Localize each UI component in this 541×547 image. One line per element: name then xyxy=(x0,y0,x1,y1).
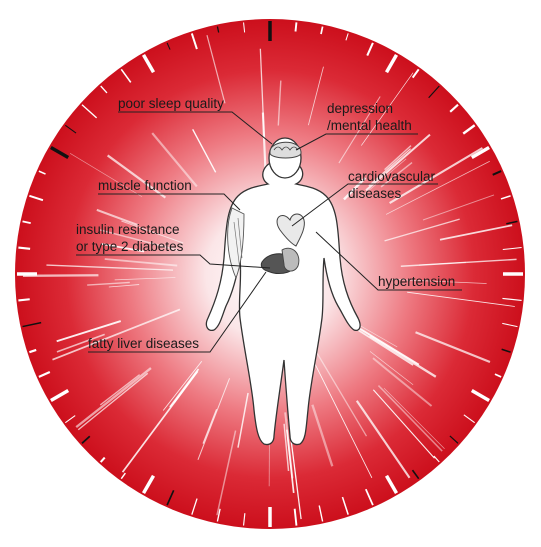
rim-tick xyxy=(295,22,296,31)
label-muscle-function: muscle function xyxy=(98,178,192,193)
label-fatty-liver: fatty liver diseases xyxy=(88,336,199,351)
rim-tick xyxy=(18,248,30,249)
label-poor-sleep: poor sleep quality xyxy=(118,96,224,111)
rim-tick xyxy=(18,299,29,300)
label-hypertension: hypertension xyxy=(378,274,455,289)
